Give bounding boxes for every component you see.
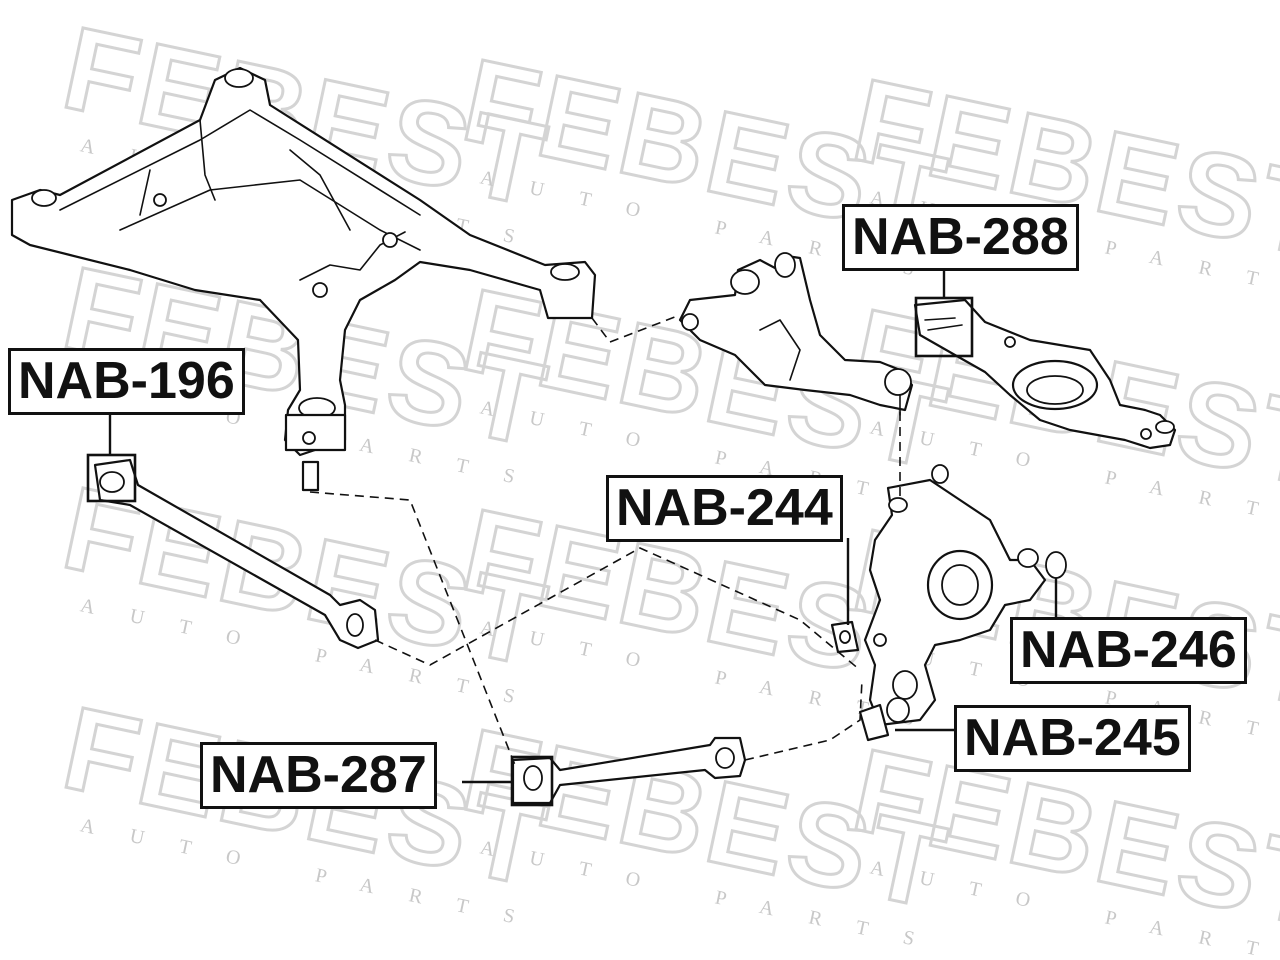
label-nab-244: NAB-244	[606, 475, 843, 542]
subframe-mount-left	[31, 189, 57, 207]
label-nab-287: NAB-287	[200, 742, 437, 809]
lateral-link-rod	[93, 458, 380, 650]
label-nab-246: NAB-246	[1010, 617, 1247, 684]
lower-control-arm	[913, 298, 1177, 450]
subframe-mount-top	[224, 68, 254, 88]
upper-control-arm	[678, 252, 914, 416]
subframe-mount-right	[550, 263, 580, 281]
rear-subframe	[10, 66, 597, 492]
label-nab-196: NAB-196	[8, 348, 245, 415]
rear-knuckle	[830, 464, 1067, 742]
label-nab-288: NAB-288	[842, 204, 1079, 271]
bushing-box-nab-196	[86, 453, 137, 503]
callouts	[86, 268, 1058, 807]
label-nab-245: NAB-245	[954, 705, 1191, 772]
assembly-lines	[309, 314, 901, 766]
